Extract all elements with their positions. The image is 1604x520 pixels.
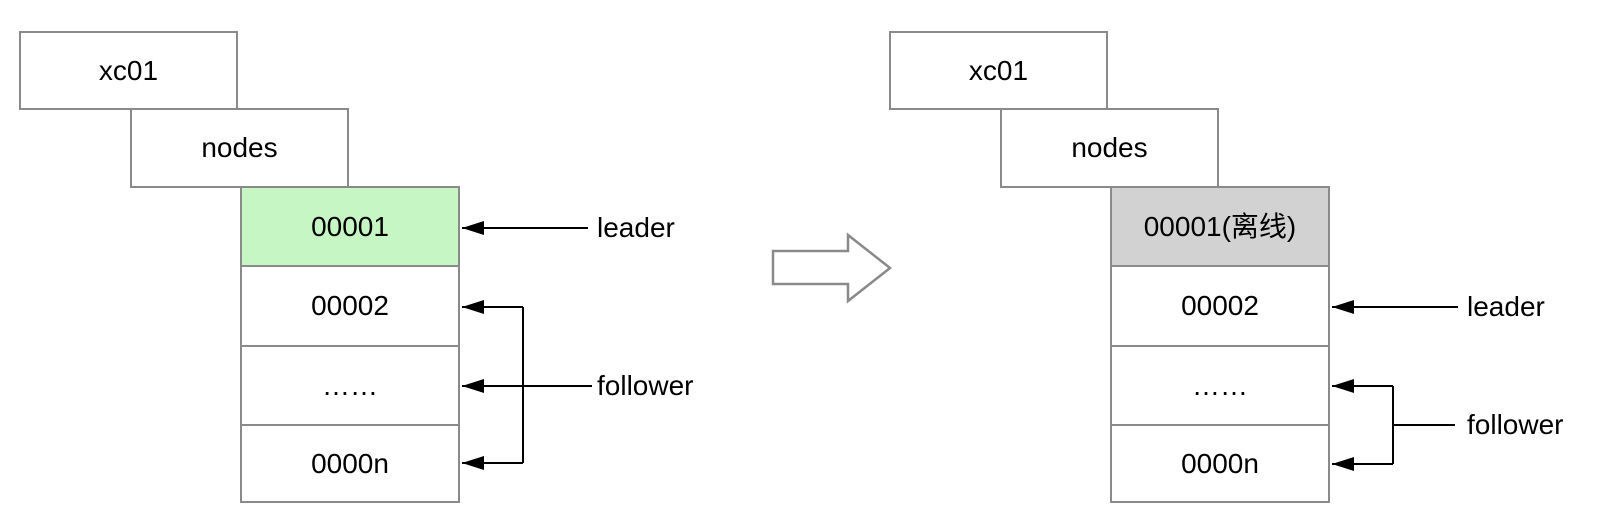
right-nodes-label: nodes xyxy=(1071,132,1148,163)
left-nodes-label: nodes xyxy=(201,132,278,163)
left-node-0000n-label: 0000n xyxy=(311,447,389,479)
right-cluster-label: xc01 xyxy=(968,54,1029,86)
right-node-00001-offline-box: 00001(离线) xyxy=(1110,186,1330,267)
left-node-0000n-box: 0000n xyxy=(240,424,460,503)
left-cluster-label: xc01 xyxy=(98,54,159,86)
left-nodes-box: nodes xyxy=(130,108,349,188)
left-node-00002-box: 00002 xyxy=(240,265,460,347)
right-node-0000n-label: 0000n xyxy=(1181,447,1259,479)
right-node-00002-label: 00002 xyxy=(1181,290,1259,321)
right-node-ellipsis-label: …… xyxy=(1192,369,1248,401)
left-node-00001-label: 00001 xyxy=(311,210,389,242)
left-node-ellipsis-label: …… xyxy=(322,369,378,401)
left-node-00002-label: 00002 xyxy=(311,290,389,321)
left-leader-annotation: leader xyxy=(597,212,675,243)
right-node-00002-box: 00002 xyxy=(1110,265,1330,347)
right-follower-annotation: follower xyxy=(1467,409,1564,440)
transition-arrow xyxy=(771,232,893,304)
right-nodes-box: nodes xyxy=(1000,108,1219,188)
left-node-ellipsis-box: …… xyxy=(240,345,460,426)
right-cluster-box: xc01 xyxy=(889,31,1108,110)
right-leader-annotation: leader xyxy=(1467,291,1545,322)
right-node-ellipsis-box: …… xyxy=(1110,345,1330,426)
right-node-0000n-box: 0000n xyxy=(1110,424,1330,503)
left-follower-annotation: follower xyxy=(597,370,694,401)
right-node-00001-offline-label: 00001(离线) xyxy=(1143,210,1297,242)
left-node-00001-box: 00001 xyxy=(240,186,460,267)
left-cluster-box: xc01 xyxy=(19,31,238,110)
